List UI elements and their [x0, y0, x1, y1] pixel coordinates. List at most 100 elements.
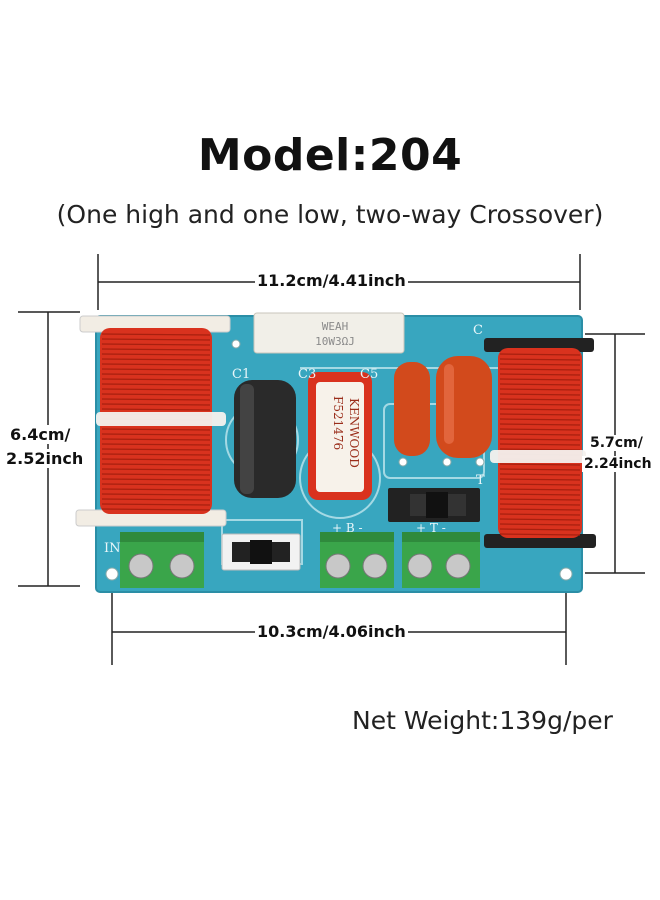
dimension-top: 11.2cm/4.41inch	[255, 271, 408, 290]
label-t-terminal: + T -	[416, 521, 446, 535]
coil-winding	[101, 503, 211, 506]
slide-switch-right	[388, 488, 480, 522]
coil-winding	[499, 498, 581, 501]
coil-winding	[101, 353, 211, 356]
dimension-right-inch: 2.24inch	[582, 456, 654, 472]
coil-winding	[499, 513, 581, 516]
dimension-bottom: 10.3cm/4.06inch	[255, 622, 408, 641]
coil-winding	[101, 473, 211, 476]
coil-winding	[499, 378, 581, 381]
label-b-terminal: + B -	[332, 521, 363, 535]
dimension-left-cm: 6.4cm/	[8, 425, 73, 444]
coil-winding	[101, 338, 211, 341]
board-silk-labels: C1 C3 C5 C IN + B - + T - T	[104, 323, 485, 556]
coil-winding	[101, 388, 211, 391]
coil-winding	[101, 433, 211, 436]
coil-winding	[101, 343, 211, 346]
coil-winding	[101, 468, 211, 471]
coil-winding	[101, 458, 211, 461]
coil-winding	[499, 478, 581, 481]
coil-winding	[499, 388, 581, 391]
label-c3: C3	[298, 367, 316, 382]
black-capacitor	[234, 380, 296, 498]
coil-winding	[101, 378, 211, 381]
coil-winding	[101, 443, 211, 446]
coil-winding	[499, 403, 581, 406]
cap-code-label: F521476	[331, 396, 345, 450]
slide-switch-left	[221, 533, 301, 571]
coil-winding	[499, 528, 581, 531]
coil-winding	[499, 503, 581, 506]
coil-winding	[101, 398, 211, 401]
ceramic-resistor: WEAH 10W3ΩJ	[253, 312, 405, 354]
coil-winding	[499, 398, 581, 401]
coil-winding	[101, 403, 211, 406]
coil-winding	[499, 428, 581, 431]
coil-winding	[101, 333, 211, 336]
kenwood-capacitor: KENWOOD F521476	[308, 372, 372, 500]
coil-winding	[499, 363, 581, 366]
coil-winding	[499, 488, 581, 491]
coil-winding	[101, 408, 211, 411]
coil-winding	[101, 348, 211, 351]
coil-winding	[101, 463, 211, 466]
coil-winding	[499, 408, 581, 411]
coil-winding	[101, 373, 211, 376]
left-inductor-coil	[75, 315, 231, 527]
coil-winding	[101, 383, 211, 386]
orange-capacitors	[394, 356, 492, 458]
coil-winding	[499, 393, 581, 396]
coil-winding	[101, 488, 211, 491]
label-in: IN	[104, 541, 121, 556]
coil-winding	[101, 478, 211, 481]
coil-winding	[499, 413, 581, 416]
page-subtitle: (One high and one low, two-way Crossover…	[56, 200, 604, 229]
coil-winding	[499, 418, 581, 421]
dimension-right-cm: 5.7cm/	[588, 435, 645, 451]
coil-winding	[499, 433, 581, 436]
coil-winding	[499, 383, 581, 386]
label-c: C	[473, 323, 483, 338]
page-title: Model:204	[197, 130, 463, 181]
label-c5: C5	[360, 367, 378, 382]
coil-winding	[101, 498, 211, 501]
resistor-label-1: WEAH	[322, 320, 349, 333]
coil-winding	[499, 373, 581, 376]
coil-winding	[499, 438, 581, 441]
cap-brand-label: KENWOOD	[347, 398, 361, 468]
coil-winding	[101, 363, 211, 366]
coil-winding	[101, 493, 211, 496]
coil-winding	[499, 423, 581, 426]
coil-winding	[101, 428, 211, 431]
dimension-left-inch: 2.52inch	[4, 449, 86, 468]
right-inductor-coil	[484, 338, 596, 548]
coil-winding	[101, 508, 211, 511]
coil-winding	[499, 368, 581, 371]
coil-winding	[499, 358, 581, 361]
coil-winding	[499, 533, 581, 536]
coil-winding	[101, 453, 211, 456]
coil-winding	[499, 468, 581, 471]
terminal-blocks	[120, 532, 480, 588]
terminal-b	[320, 532, 394, 588]
coil-winding	[101, 483, 211, 486]
coil-winding	[499, 443, 581, 446]
label-c1: C1	[232, 367, 250, 382]
coil-winding	[499, 353, 581, 356]
coil-winding	[101, 358, 211, 361]
coil-winding	[499, 518, 581, 521]
coil-winding	[499, 473, 581, 476]
coil-winding	[499, 508, 581, 511]
coil-winding	[101, 368, 211, 371]
resistor-label-2: 10W3ΩJ	[315, 335, 355, 348]
coil-winding	[499, 523, 581, 526]
coil-winding	[101, 448, 211, 451]
net-weight: Net Weight:139g/per	[352, 706, 613, 735]
coil-winding	[101, 438, 211, 441]
coil-winding	[499, 448, 581, 451]
coil-winding	[499, 493, 581, 496]
coil-winding	[101, 393, 211, 396]
terminal-t	[402, 532, 480, 588]
coil-winding	[499, 463, 581, 466]
